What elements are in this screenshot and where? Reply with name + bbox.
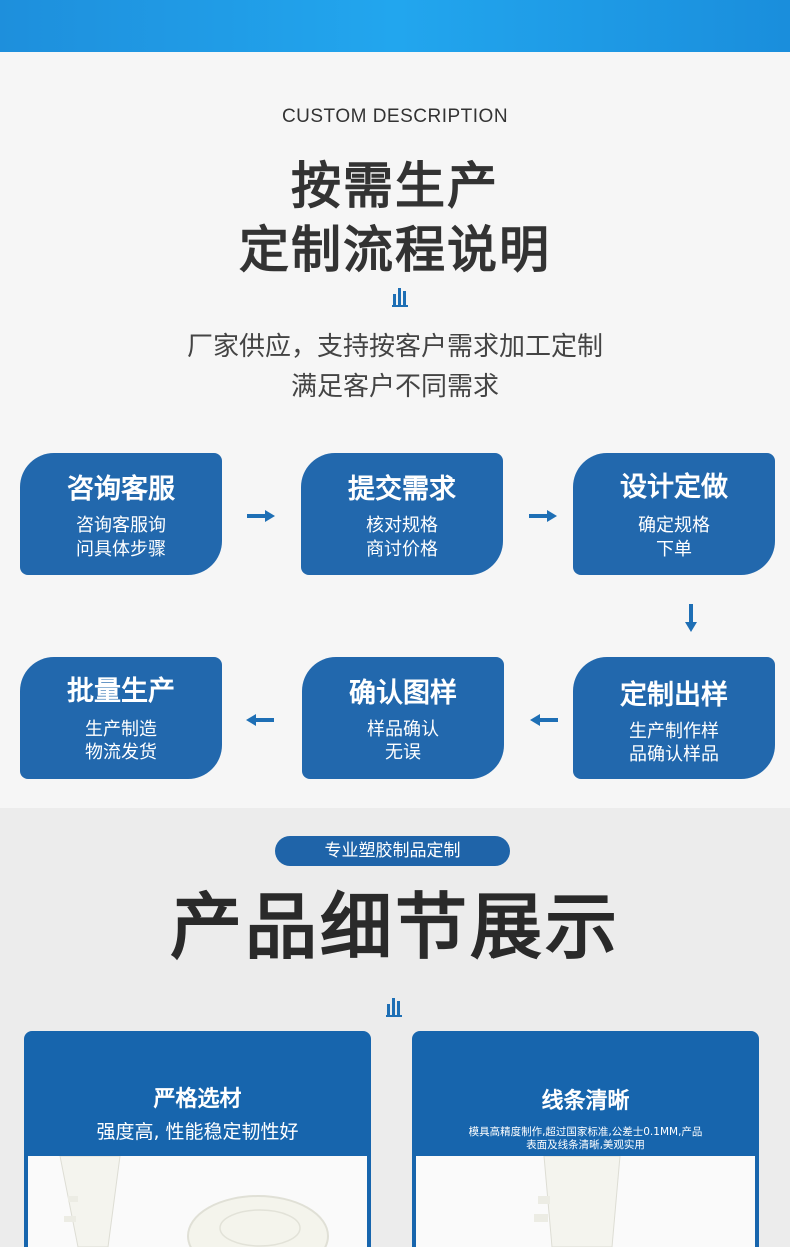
step-desc-line2: 品确认样品 (629, 744, 719, 765)
step-confirm: 确认图样 样品确认 无误 (302, 657, 504, 779)
product-photo (28, 1155, 367, 1247)
step-title: 定制出样 (620, 680, 728, 711)
arrow-left-icon (246, 714, 274, 726)
subtitle-line2: 满足客户不同需求 (290, 372, 499, 402)
bar-chart-icon (386, 997, 404, 1017)
detail-card-lines: 线条清晰 模具高精度制作,超过国家标准,公差士0.1MM,产品 表面及线条清晰,… (412, 1031, 759, 1247)
detail-card-material: 严格选材 强度高, 性能稳定韧性好 (24, 1031, 371, 1247)
card-desc-line1: 模具高精度制作,超过国家标准,公差士0.1MM,产品 (468, 1126, 703, 1138)
step-title: 设计定做 (620, 472, 728, 503)
step-desc-line2: 物流发货 (85, 742, 157, 763)
step-mass-production: 批量生产 生产制造 物流发货 (20, 657, 222, 779)
step-title: 批量生产 (67, 676, 175, 707)
step-title: 确认图样 (349, 678, 457, 709)
step-desc-line1: 样品确认 (367, 719, 439, 740)
arrow-right-icon (529, 510, 557, 522)
product-image (59, 1155, 329, 1247)
step-desc-line1: 确定规格 (638, 515, 710, 536)
page-title-line1: 按需生产 (291, 157, 499, 215)
top-banner (0, 0, 790, 52)
arrow-left-icon (530, 714, 558, 726)
step-desc-line1: 咨询客服询 (76, 515, 166, 536)
step-desc-line1: 核对规格 (366, 515, 438, 536)
step-consult: 咨询客服 咨询客服询 问具体步骤 (20, 453, 222, 575)
card-desc: 强度高, 性能稳定韧性好 (96, 1121, 299, 1143)
product-photo (416, 1155, 755, 1247)
card-title: 严格选材 (153, 1087, 242, 1112)
card-desc-line2: 表面及线条清晰,美观实用 (526, 1139, 645, 1151)
step-title: 提交需求 (348, 474, 456, 505)
step-title: 咨询客服 (67, 474, 175, 505)
details-title: 产品细节展示 (169, 885, 620, 969)
step-desc-line2: 无误 (385, 742, 421, 763)
step-desc-line2: 问具体步骤 (76, 539, 166, 560)
page-title-line2: 定制流程说明 (239, 221, 551, 279)
step-submit: 提交需求 核对规格 商讨价格 (301, 453, 503, 575)
card-title: 线条清晰 (541, 1089, 630, 1114)
step-design: 设计定做 确定规格 下单 (573, 453, 775, 575)
arrow-right-icon (247, 510, 275, 522)
eyebrow-text: CUSTOM DESCRIPTION (281, 106, 509, 127)
step-desc-line1: 生产制造 (85, 719, 157, 740)
step-sample: 定制出样 生产制作样 品确认样品 (573, 657, 775, 779)
subtitle-line1: 厂家供应，支持按客户需求加工定制 (186, 332, 603, 362)
product-image (534, 1155, 621, 1247)
bar-chart-icon (392, 287, 410, 307)
step-desc-line2: 商讨价格 (366, 539, 438, 560)
step-desc-line2: 下单 (656, 539, 692, 560)
arrow-down-icon (685, 604, 697, 632)
step-desc-line1: 生产制作样 (629, 721, 719, 742)
category-pill: 专业塑胶制品定制 (275, 836, 510, 866)
